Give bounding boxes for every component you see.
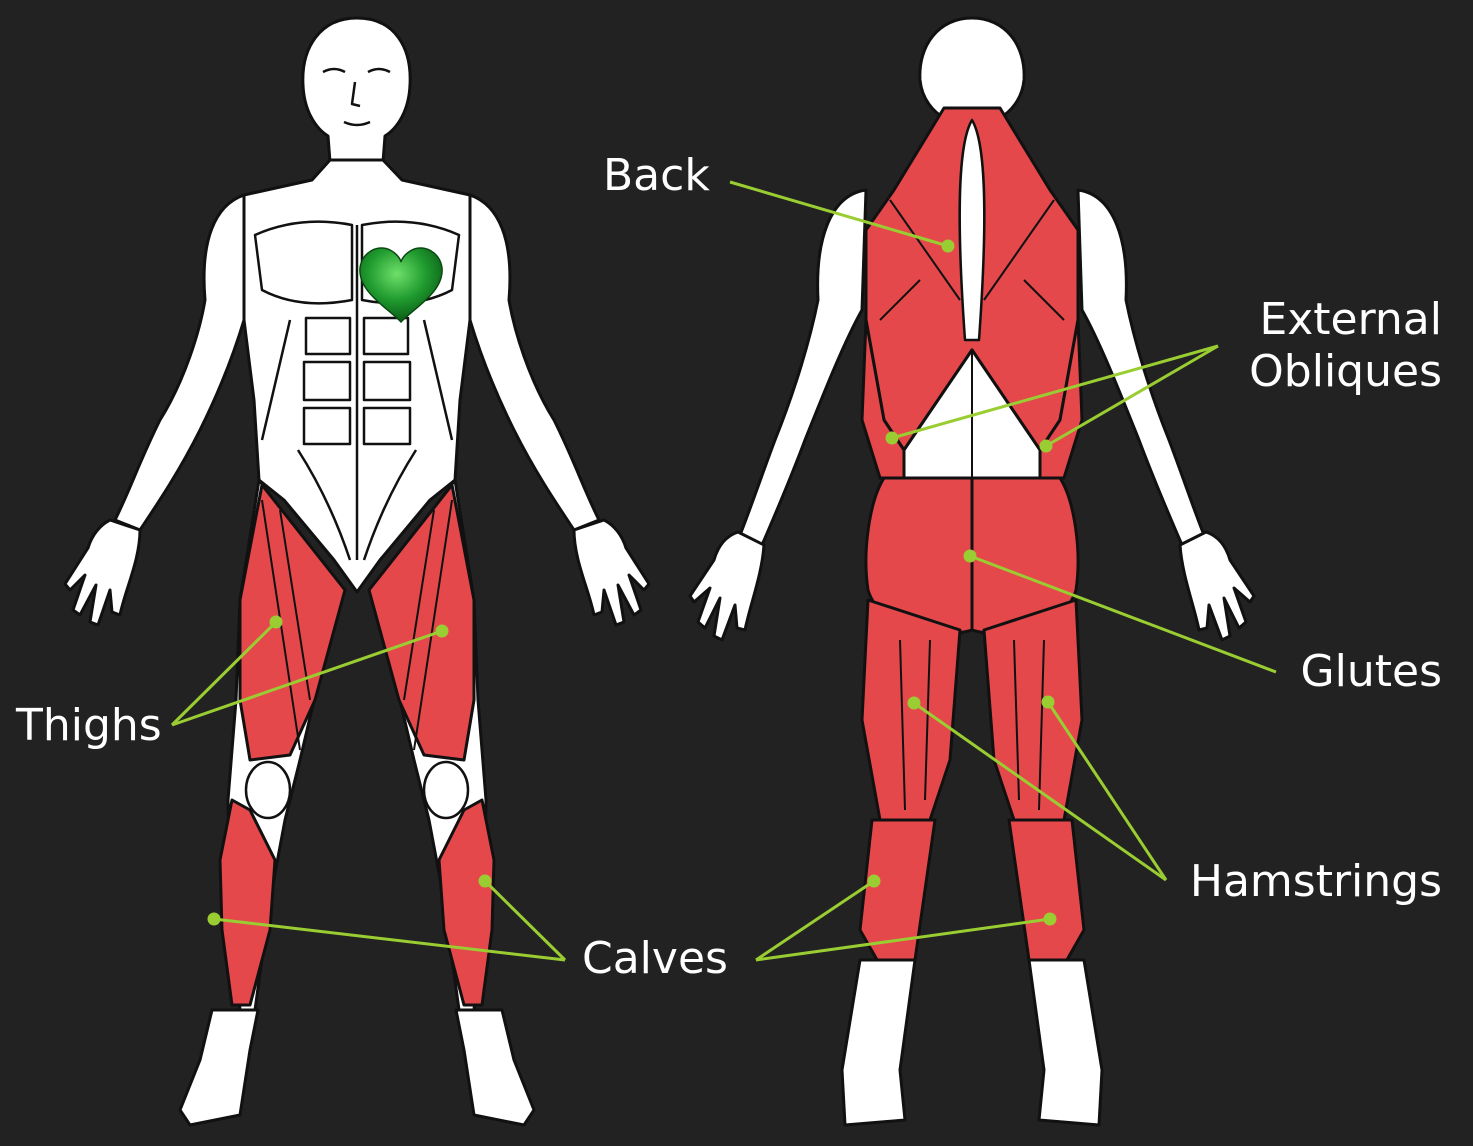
leader-obliques-right-dot <box>1041 441 1051 451</box>
leader-back-dot <box>943 241 953 251</box>
leader-calves-front-right <box>485 881 565 960</box>
front-right-arm <box>470 195 599 530</box>
back-left-foot <box>842 960 915 1125</box>
label-external-obliques-line2: Obliques <box>1200 346 1442 398</box>
label-back: Back <box>603 150 710 202</box>
back-right-foot <box>1029 960 1102 1125</box>
leader-calves-front-right-dot <box>480 876 490 886</box>
back-left-hamstring-muscle <box>862 600 960 820</box>
label-calves: Calves <box>582 933 728 985</box>
leader-glutes-dot <box>965 551 975 561</box>
front-left-hand <box>65 520 140 625</box>
leader-calves-back-left-dot <box>869 876 879 886</box>
back-right-calf-muscle <box>1009 820 1084 965</box>
leader-hamstrings-left-dot <box>909 698 919 708</box>
front-right-foot <box>456 1010 534 1125</box>
leader-obliques-left-dot <box>887 433 897 443</box>
leader-hamstrings-right-dot <box>1043 697 1053 707</box>
front-left-foot <box>180 1010 258 1125</box>
leader-calves-back-left <box>756 881 874 960</box>
label-external-obliques: External Obliques <box>1200 294 1442 398</box>
back-left-hand <box>690 532 764 640</box>
leader-calves-back-right-dot <box>1045 914 1055 924</box>
leader-calves-front-left-dot <box>209 914 219 924</box>
back-figure <box>690 18 1254 1125</box>
label-thighs: Thighs <box>16 700 162 752</box>
back-left-arm <box>740 190 866 545</box>
front-left-arm <box>115 195 244 530</box>
label-external-obliques-line1: External <box>1200 294 1442 346</box>
front-right-hand <box>574 520 649 625</box>
label-glutes: Glutes <box>1240 646 1442 698</box>
leader-thighs-right-dot <box>437 626 447 636</box>
label-hamstrings: Hamstrings <box>1160 856 1442 908</box>
leader-thighs-left-dot <box>271 617 281 627</box>
back-right-hand <box>1180 532 1254 640</box>
front-head <box>303 18 410 162</box>
